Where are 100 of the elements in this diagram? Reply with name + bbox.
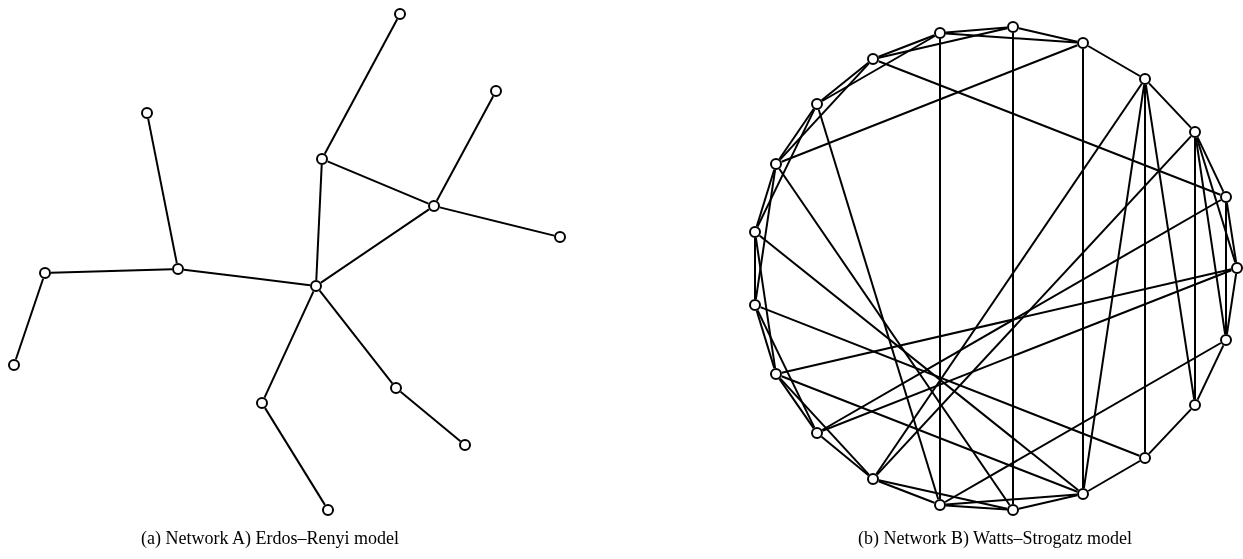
network-node — [934, 499, 946, 511]
network-node — [459, 439, 471, 451]
network-edge — [780, 268, 1233, 374]
network-node — [867, 53, 879, 65]
network-edge — [1195, 136, 1237, 264]
network-edge — [435, 95, 495, 202]
network-edge — [1225, 272, 1238, 336]
network-edge — [399, 390, 462, 443]
network-edge — [1148, 408, 1192, 455]
network-edge — [945, 504, 1008, 511]
network-edge — [877, 479, 1009, 510]
network-edge — [876, 135, 1192, 476]
network-edge — [264, 407, 326, 506]
network-edge — [1017, 494, 1079, 510]
network-edge — [780, 375, 1079, 493]
network-edge — [817, 108, 940, 501]
network-node — [316, 153, 328, 165]
network-edge — [1017, 27, 1079, 43]
network-edge — [944, 342, 1222, 503]
network-edge — [263, 290, 315, 399]
network-edge — [778, 108, 815, 160]
network-edge — [759, 306, 1141, 457]
network-edge — [945, 26, 1008, 34]
network-edge — [820, 435, 870, 477]
network-node — [322, 504, 334, 516]
network-edge — [821, 269, 1233, 432]
network-edge — [1082, 83, 1146, 490]
network-node — [770, 368, 782, 380]
network-node — [1189, 126, 1201, 138]
network-edge — [780, 44, 1079, 163]
network-node — [1139, 452, 1151, 464]
network-node — [39, 267, 51, 279]
network-edge — [50, 268, 173, 274]
network-node — [1077, 488, 1089, 500]
network-edge — [1225, 201, 1238, 264]
network-node — [390, 382, 402, 394]
network-node — [554, 231, 566, 243]
caption: (a) Network A) Erdos–Renyi model — [141, 528, 399, 549]
network-edge — [438, 206, 556, 237]
network-edge — [1196, 344, 1225, 401]
network-node — [1220, 334, 1232, 346]
network-edge — [1148, 82, 1192, 129]
network-node — [867, 473, 879, 485]
network-edge — [320, 208, 430, 284]
network-node — [394, 8, 406, 20]
network-node — [770, 158, 782, 170]
network-edge — [1194, 137, 1196, 400]
network-node — [934, 27, 946, 39]
network-edge — [821, 199, 1222, 431]
network-node — [749, 226, 761, 238]
network-edge — [756, 108, 816, 228]
network-node — [141, 107, 153, 119]
network-node — [1007, 21, 1019, 33]
network-node — [1231, 262, 1243, 274]
network-edge — [778, 168, 1011, 506]
network-edge — [1087, 460, 1141, 492]
network-edge — [315, 164, 323, 281]
network-edge — [820, 61, 870, 102]
network-edge — [755, 309, 776, 370]
network-edge — [877, 60, 1222, 196]
network-edge — [1144, 83, 1196, 401]
network-edge — [758, 234, 1080, 492]
network-edge — [323, 18, 399, 155]
network-node — [8, 359, 20, 371]
network-edge — [778, 377, 815, 430]
network-edge — [756, 309, 816, 429]
network-edge — [779, 62, 870, 161]
network-edge — [318, 289, 394, 385]
network-edge — [1196, 136, 1225, 193]
network-node — [1077, 37, 1089, 49]
caption: (b) Network B) Watts–Strogatz model — [857, 528, 1133, 549]
network-edge — [877, 480, 936, 504]
network-edge — [147, 117, 178, 265]
network-edge — [939, 38, 941, 500]
network-edge — [1082, 48, 1084, 489]
network-edge — [183, 268, 311, 287]
network-node — [1139, 73, 1151, 85]
network-edge — [1012, 32, 1014, 505]
network-edge — [877, 27, 1009, 59]
network-edge — [1225, 202, 1227, 335]
network-node — [1220, 191, 1232, 203]
network-edge — [945, 493, 1078, 506]
network-node — [811, 98, 823, 110]
network-node — [490, 85, 502, 97]
network-edge — [755, 168, 776, 228]
network-node — [310, 280, 322, 292]
network-edge — [875, 83, 1143, 475]
network-edge — [1194, 136, 1227, 336]
network-edge — [779, 377, 870, 476]
network-edge — [326, 160, 430, 205]
network-node — [749, 299, 761, 311]
network-node — [811, 427, 823, 439]
network-edge — [14, 277, 45, 361]
network-edge — [754, 236, 777, 370]
network-edge — [877, 34, 936, 58]
network-edge — [1087, 45, 1141, 77]
network-node — [256, 397, 268, 409]
network-edge — [754, 237, 756, 300]
network-node — [172, 263, 184, 275]
network-node — [1007, 504, 1019, 516]
